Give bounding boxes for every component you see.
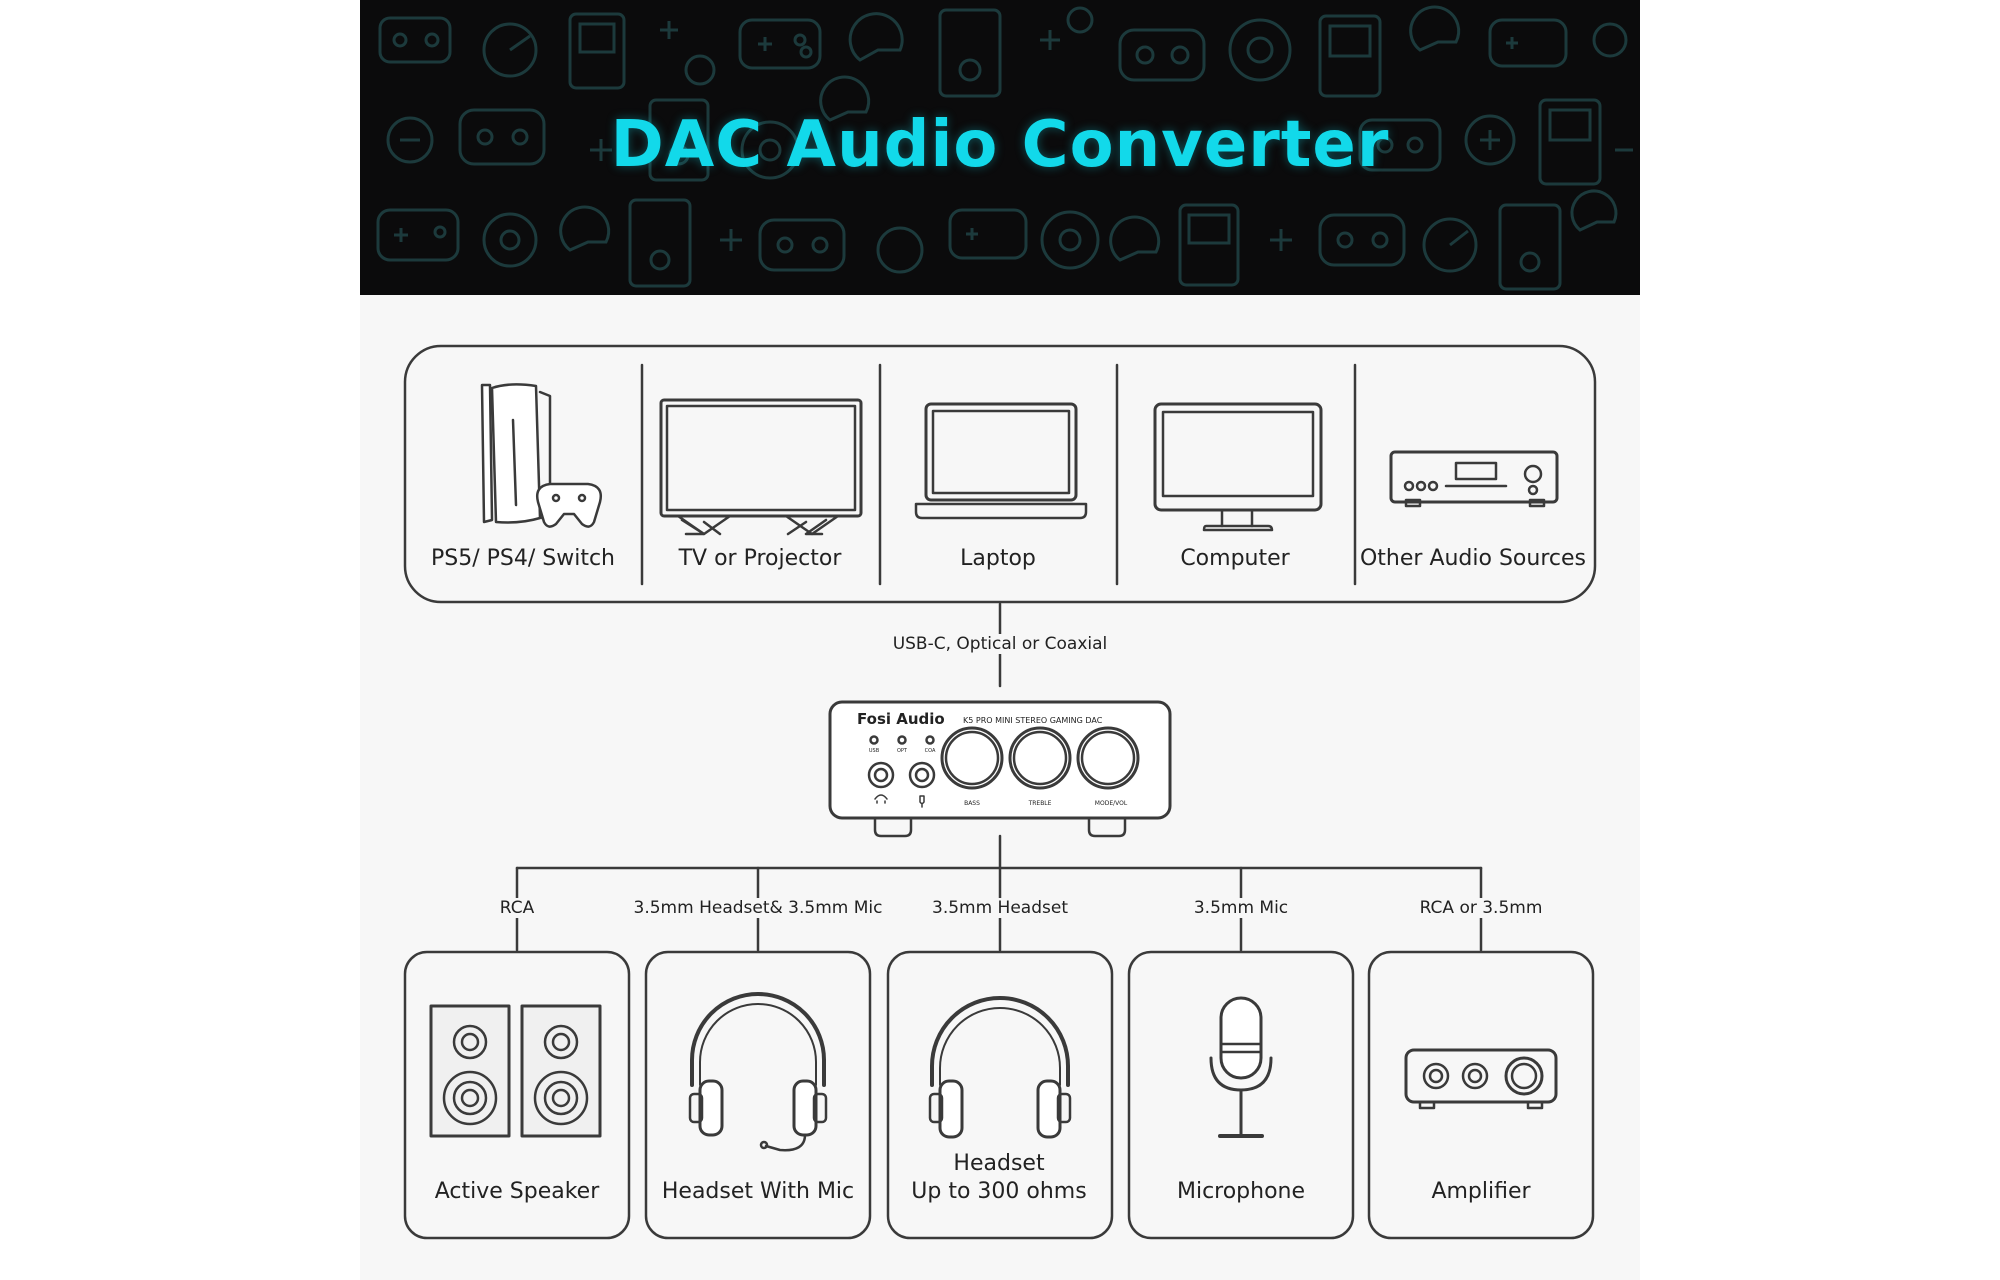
source-label: Laptop [960,546,1036,571]
output-label: Active Speaker [406,1178,628,1206]
output-connection-label: 3.5mm Headset [900,898,1100,918]
output-label-line: Headset [953,1151,1045,1176]
knob-label: MODE/VOL [1095,800,1128,807]
device-model: K5 PRO MINI STEREO GAMING DAC [963,716,1103,725]
input-connection-label: USB-C, Optical or Coaxial [880,634,1120,654]
banner-title: DAC Audio Converter [610,108,1390,182]
source-label: PS5/ PS4/ Switch [430,546,615,571]
output-label: Amplifier [1370,1178,1592,1206]
dac-device [828,700,1172,838]
speakers-icon [429,1004,602,1138]
microphone-icon [1209,996,1273,1138]
source-label: Computer [1180,546,1290,571]
banner: DAC Audio Converter [360,0,1640,295]
headphones-icon [928,996,1072,1139]
output-label-line: Up to 300 ohms [911,1179,1087,1204]
headset-mic-icon [688,992,828,1152]
output-box-active-speaker [403,950,631,1240]
source-label: TV or Projector [678,546,842,571]
game-console-icon [480,383,602,528]
output-label-line: Amplifier [1431,1179,1531,1204]
output-label-line: Microphone [1176,1179,1306,1204]
output-box-headset [886,950,1114,1240]
indicator-label: OPT [897,748,908,754]
source-label: Other Audio Sources [1359,546,1586,571]
output-connection-label: RCA [417,898,617,918]
output-label: Headset Up to 300 ohms [888,1150,1110,1206]
output-label: Headset With Mic [647,1178,869,1206]
laptop-icon [914,402,1088,520]
poster: DAC Audio Converter [360,0,1640,1280]
output-label-line: Active Speaker [434,1179,600,1204]
audio-receiver-icon [1389,450,1559,508]
output-box-microphone [1127,950,1355,1240]
indicator-label: COA [925,748,936,754]
knob-label: BASS [964,800,980,807]
output-connection-label: 3.5mm Headset& 3.5mm Mic [626,898,890,918]
output-label-line: Headset With Mic [661,1179,855,1204]
knob-label: TREBLE [1028,800,1052,807]
device-brand: Fosi Audio [857,710,945,728]
monitor-icon [1153,402,1323,532]
indicator-label: USB [869,748,880,754]
output-box-headset-mic [644,950,872,1240]
output-connection-label: RCA or 3.5mm [1381,898,1581,918]
sources-panel [403,344,1597,604]
output-box-amplifier [1367,950,1595,1240]
connection-diagram: Fosi Audio K5 PRO MINI STEREO GAMING DAC… [403,344,1597,1240]
amplifier-icon [1404,1048,1558,1110]
game-pattern-background [376,5,1633,291]
output-label: Microphone [1130,1178,1352,1206]
output-connection-label: 3.5mm Mic [1141,898,1341,918]
tv-icon [659,398,863,536]
